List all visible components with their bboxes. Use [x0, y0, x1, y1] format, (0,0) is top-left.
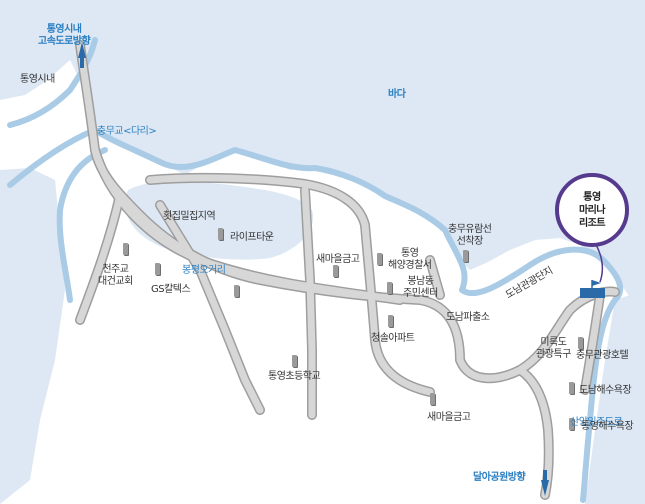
resort-name: 통영 마리나 리조트 — [578, 191, 606, 229]
label-life-town: 라이프타운 — [230, 232, 274, 243]
label-dense-area: 횟집밀집지역 — [163, 211, 216, 222]
label-church: 천주교 대건교회 — [98, 264, 133, 287]
marker-saemaul-bank-1 — [333, 265, 338, 277]
label-expressway: 통영시내 고속도로방향 — [38, 24, 91, 47]
label-chungmu-hotel: 충무관광호텔 — [576, 350, 629, 361]
label-mireukdo-zone: 미륵도 관광특구 — [536, 337, 571, 360]
label-gs-caltex: GS칼텍스 — [151, 284, 191, 295]
label-community-center: 봉남동 주민센터 — [403, 276, 438, 299]
marker-marine-police — [377, 253, 382, 265]
marker-apartment — [388, 315, 393, 327]
marker-church — [123, 243, 128, 255]
marker-gs-caltex — [155, 263, 160, 275]
label-yacht-dock: 충무유람선 선착장 — [448, 224, 492, 247]
resort-badge: 통영 마리나 리조트 — [555, 173, 629, 247]
marker-school — [292, 355, 297, 367]
label-city: 통영시내 — [20, 74, 55, 85]
label-dalah-park: 달아공원방향 — [473, 472, 526, 483]
label-marine-police: 통영 해양경찰서 — [388, 248, 432, 271]
label-sea: 바다 — [388, 89, 406, 100]
label-school: 통영초등학교 — [268, 371, 321, 382]
label-donam-beach: 도남해수욕장 — [579, 385, 632, 396]
marker-mireukdo — [578, 337, 583, 349]
marker-donam-beach — [569, 382, 574, 394]
label-police-box: 도남파출소 — [446, 312, 490, 323]
label-apartment: 청솔아파트 — [371, 333, 415, 344]
label-junction: 봉평오거리 — [182, 265, 226, 276]
label-bridge: 충무교<다리> — [97, 126, 157, 137]
label-sanyang-road: 산양일주도로 — [570, 417, 623, 428]
label-saemaul-bank-2: 새마을금고 — [427, 412, 471, 423]
marker-saemaul-bank-2 — [430, 393, 435, 405]
marker-tongyeong-beach — [569, 418, 574, 430]
label-tongyeong-beach: 통영해수욕장 — [581, 421, 634, 432]
label-saemaul-bank-1: 새마을금고 — [316, 254, 360, 265]
marker-life-town — [218, 228, 223, 240]
marker-yacht-dock — [463, 250, 468, 262]
marker-junction — [234, 285, 239, 297]
marker-community-center — [387, 282, 392, 294]
